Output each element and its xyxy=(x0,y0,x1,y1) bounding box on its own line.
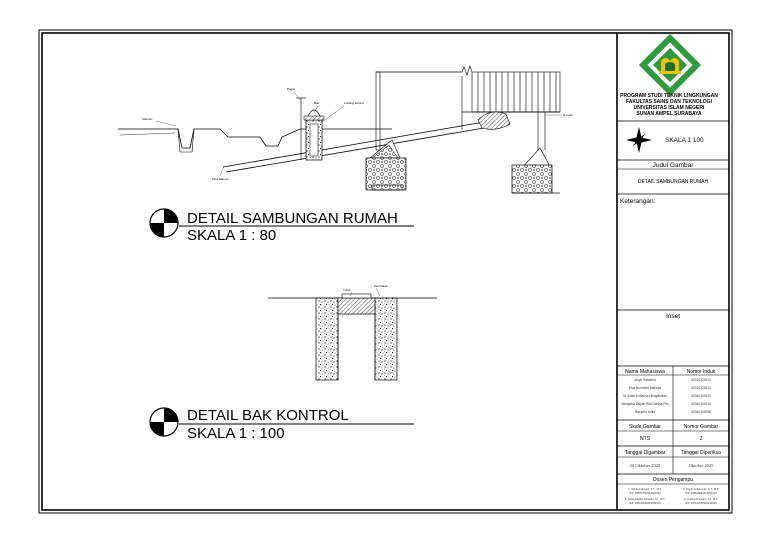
judul-gambar-label: Judul Gambar xyxy=(653,162,695,169)
dosen-name: Ir. Sarita Martha Susanto, ST., M.T. xyxy=(625,497,665,501)
label-pembatas: Pembatas xyxy=(374,284,388,288)
student-name: Elva Nurrahmi Mahaya xyxy=(629,386,662,390)
drawing-2-title: DETAIL BAK KONTROL xyxy=(187,407,349,424)
inset-label: Inset xyxy=(666,313,680,320)
label-tutup: Tutup xyxy=(343,288,351,292)
title-symbol-2 xyxy=(149,407,179,437)
nama-mahasiswa-label: Nama Mahasiswa xyxy=(625,369,665,375)
institution-line-4: SUNAN AMPEL SURABAYA xyxy=(636,111,702,117)
judul-gambar-value: DETAIL SAMBUNGAN RUMAH xyxy=(638,179,709,185)
student-nim: 09040322030 xyxy=(691,394,711,398)
north-arrow-icon xyxy=(626,127,652,153)
dosen-name: Ir. Teguh Ardiansyah, S.T., M.T. xyxy=(683,487,719,491)
institution-line-1: PROGRAM STUDI TEKNIK LINGKUNGAN xyxy=(620,93,718,99)
label-pagar: Pagar xyxy=(287,87,295,91)
dosen-name: Ir. Yusrina Purwanti, ST., M.T. xyxy=(684,497,718,501)
nomor-gambar-value: 2 xyxy=(700,436,703,442)
student-name: Nindyaha Zaiyah Ridi Dahiya Fitri xyxy=(621,402,669,406)
student-name: M. Erlan Ardiansa Hidayatullah xyxy=(623,394,667,398)
institution-line-2: FAKULTAS SAINS DAN TEKNOLOGI xyxy=(626,99,713,105)
skala-gambar-value: NTS xyxy=(640,436,651,442)
label-pipa: Pipa saluran xyxy=(212,177,229,181)
tanggal-digambar-value: 20 Oktober 2025 xyxy=(630,463,661,468)
drawing-sambungan-rumah: Saluran Pagar Bak Lubang kontrol Pipa sa… xyxy=(118,65,573,244)
tanggal-diperiksa-label: Tanggal Diperiksa xyxy=(681,450,721,456)
dosen-nip: NIP. 198707012014032003 xyxy=(629,491,661,495)
dosen-nip: NIP. 198410232019032016 xyxy=(629,501,661,505)
student-nim: 09040322058 xyxy=(691,410,711,414)
student-name: Nabyrha Kalia xyxy=(635,410,655,414)
dosen-nip: NIP. 198810042015031002 xyxy=(685,491,717,495)
dosen-name: Ir. Shinta Indriyani, S.T., M.T. xyxy=(628,487,661,491)
university-logo xyxy=(638,33,702,97)
student-nim: 09010322003 xyxy=(691,378,711,382)
dosen-nip: NIP. 197412052020122003 xyxy=(685,501,717,505)
institution-line-3: UNIVERSITAS ISLAM NEGERI xyxy=(634,105,705,111)
dosen-label: Dosen Pengampu xyxy=(653,477,693,483)
label-lubang: Lubang kontrol xyxy=(344,101,364,105)
drawing-1-title: DETAIL SAMBUNGAN RUMAH xyxy=(187,210,398,227)
keterangan-label: Keterangan: xyxy=(620,198,656,205)
inner-border xyxy=(41,32,730,511)
skala-gambar-label: Skala Gambar xyxy=(629,424,661,430)
student-nim: 09010322013 xyxy=(691,386,711,390)
label-rumah: Rumah xyxy=(563,113,573,117)
title-symbol-1 xyxy=(149,208,179,238)
nomor-gambar-label: Nomor Gambar xyxy=(684,424,719,430)
outer-border xyxy=(38,29,733,514)
student-nim: 09040322034 xyxy=(691,402,711,406)
drawing-1-scale: SKALA 1 : 80 xyxy=(187,227,276,244)
tanggal-digambar-label: Tanggal Digambar xyxy=(625,450,666,456)
scale-label: SKALA 1:100 xyxy=(665,137,704,144)
title-block: PROGRAM STUDI TEKNIK LINGKUNGAN FAKULTAS… xyxy=(617,33,729,505)
label-bak: Bak xyxy=(314,101,320,105)
tanggal-diperiksa-value: Oktober 2025 xyxy=(689,463,715,468)
drawing-bak-kontrol: Tutup Pembatas DETAIL BAK KONTROL SKALA … xyxy=(149,284,437,442)
student-name: Aisyh Sabadha xyxy=(634,378,656,382)
nomor-induk-label: Nomor Induk xyxy=(687,369,716,375)
drawing-2-scale: SKALA 1 : 100 xyxy=(187,425,285,442)
label-saluran: Saluran xyxy=(142,117,153,121)
